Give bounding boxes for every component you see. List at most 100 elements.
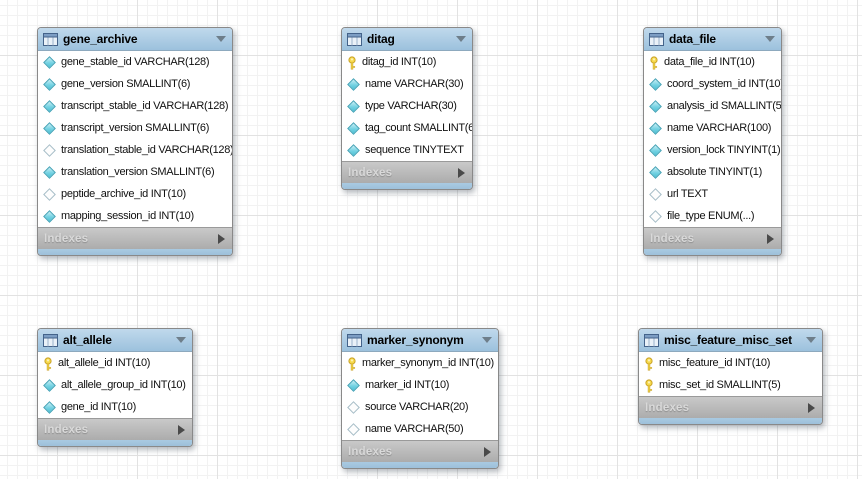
key-icon bbox=[44, 356, 52, 371]
table-icon bbox=[347, 32, 362, 46]
column-row[interactable]: sequence TINYTEXT bbox=[342, 139, 472, 161]
column-row[interactable]: data_file_id INT(10) bbox=[644, 51, 781, 73]
columns-list: ditag_id INT(10) name VARCHAR(30) type V… bbox=[342, 51, 472, 161]
column-row[interactable]: gene_stable_id VARCHAR(128) bbox=[38, 51, 232, 73]
collapse-toggle-icon[interactable] bbox=[806, 337, 816, 343]
key-icon bbox=[650, 55, 658, 70]
table-misc-feature-misc-set[interactable]: misc_feature_misc_set misc_feature_id IN… bbox=[638, 328, 823, 425]
table-bottom-strip bbox=[644, 249, 781, 255]
indexes-footer[interactable]: Indexes bbox=[38, 227, 232, 249]
collapse-toggle-icon[interactable] bbox=[482, 337, 492, 343]
diamond-filled-icon bbox=[43, 77, 56, 91]
table-alt-allele[interactable]: alt_allele alt_allele_id INT(10) alt_all… bbox=[37, 328, 193, 447]
diamond-filled-icon bbox=[43, 400, 56, 414]
indexes-footer[interactable]: Indexes bbox=[644, 227, 781, 249]
diamond-filled-icon bbox=[43, 378, 56, 392]
column-row[interactable]: mapping_session_id INT(10) bbox=[38, 205, 232, 227]
column-row[interactable]: file_type ENUM(...) bbox=[644, 205, 781, 227]
diamond-filled-icon bbox=[347, 77, 360, 91]
column-row[interactable]: tag_count SMALLINT(6) bbox=[342, 117, 472, 139]
column-row[interactable]: alt_allele_group_id INT(10) bbox=[38, 374, 192, 396]
table-title: marker_synonym bbox=[367, 333, 464, 347]
table-header[interactable]: gene_archive bbox=[38, 28, 232, 51]
column-row[interactable]: transcript_version SMALLINT(6) bbox=[38, 117, 232, 139]
diamond-hollow-icon bbox=[347, 422, 360, 436]
diamond-filled-icon bbox=[43, 165, 56, 179]
column-row[interactable]: translation_version SMALLINT(6) bbox=[38, 161, 232, 183]
diamond-filled-icon bbox=[43, 99, 56, 113]
indexes-footer[interactable]: Indexes bbox=[639, 396, 822, 418]
diamond-filled-icon bbox=[347, 121, 360, 135]
table-header[interactable]: ditag bbox=[342, 28, 472, 51]
column-row[interactable]: transcript_stable_id VARCHAR(128) bbox=[38, 95, 232, 117]
column-row[interactable]: source VARCHAR(20) bbox=[342, 396, 498, 418]
diamond-hollow-icon bbox=[43, 143, 56, 157]
collapse-toggle-icon[interactable] bbox=[176, 337, 186, 343]
table-bottom-strip bbox=[639, 418, 822, 424]
column-row[interactable]: type VARCHAR(30) bbox=[342, 95, 472, 117]
table-gene-archive[interactable]: gene_archive gene_stable_id VARCHAR(128)… bbox=[37, 27, 233, 256]
column-row[interactable]: gene_version SMALLINT(6) bbox=[38, 73, 232, 95]
diamond-hollow-icon bbox=[347, 400, 360, 414]
diamond-filled-icon bbox=[649, 143, 662, 157]
column-row[interactable]: analysis_id SMALLINT(5) bbox=[644, 95, 781, 117]
expand-arrow-icon bbox=[808, 402, 815, 413]
indexes-footer[interactable]: Indexes bbox=[342, 440, 498, 462]
table-data-file[interactable]: data_file data_file_id INT(10) coord_sys… bbox=[643, 27, 782, 256]
column-row[interactable]: name VARCHAR(100) bbox=[644, 117, 781, 139]
table-marker-synonym[interactable]: marker_synonym marker_synonym_id INT(10)… bbox=[341, 328, 499, 469]
collapse-toggle-icon[interactable] bbox=[456, 36, 466, 42]
indexes-footer[interactable]: Indexes bbox=[342, 161, 472, 183]
table-header[interactable]: data_file bbox=[644, 28, 781, 51]
table-bottom-strip bbox=[38, 249, 232, 255]
collapse-toggle-icon[interactable] bbox=[216, 36, 226, 42]
column-row[interactable]: ditag_id INT(10) bbox=[342, 51, 472, 73]
key-icon bbox=[348, 356, 356, 371]
diamond-filled-icon bbox=[649, 99, 662, 113]
columns-list: misc_feature_id INT(10) misc_set_id SMAL… bbox=[639, 352, 822, 396]
diamond-hollow-icon bbox=[649, 187, 662, 201]
table-icon bbox=[649, 32, 664, 46]
table-bottom-strip bbox=[38, 440, 192, 446]
collapse-toggle-icon[interactable] bbox=[765, 36, 775, 42]
column-row[interactable]: marker_id INT(10) bbox=[342, 374, 498, 396]
column-row[interactable]: marker_synonym_id INT(10) bbox=[342, 352, 498, 374]
column-row[interactable]: misc_feature_id INT(10) bbox=[639, 352, 822, 374]
expand-arrow-icon bbox=[178, 424, 185, 435]
table-bottom-strip bbox=[342, 462, 498, 468]
column-row[interactable]: url TEXT bbox=[644, 183, 781, 205]
indexes-footer[interactable]: Indexes bbox=[38, 418, 192, 440]
table-icon bbox=[43, 333, 58, 347]
column-row[interactable]: coord_system_id INT(10) bbox=[644, 73, 781, 95]
column-row[interactable]: version_lock TINYINT(1) bbox=[644, 139, 781, 161]
table-icon bbox=[347, 333, 362, 347]
column-row[interactable]: peptide_archive_id INT(10) bbox=[38, 183, 232, 205]
table-ditag[interactable]: ditag ditag_id INT(10) name VARCHAR(30) … bbox=[341, 27, 473, 190]
column-row[interactable]: translation_stable_id VARCHAR(128) bbox=[38, 139, 232, 161]
diamond-filled-icon bbox=[649, 121, 662, 135]
column-row[interactable]: absolute TINYINT(1) bbox=[644, 161, 781, 183]
expand-arrow-icon bbox=[767, 233, 774, 244]
diamond-filled-icon bbox=[649, 77, 662, 91]
table-title: data_file bbox=[669, 32, 716, 46]
table-header[interactable]: misc_feature_misc_set bbox=[639, 329, 822, 352]
columns-list: gene_stable_id VARCHAR(128) gene_version… bbox=[38, 51, 232, 227]
expand-arrow-icon bbox=[458, 167, 465, 178]
diamond-filled-icon bbox=[347, 143, 360, 157]
table-header[interactable]: alt_allele bbox=[38, 329, 192, 352]
columns-list: data_file_id INT(10) coord_system_id INT… bbox=[644, 51, 781, 227]
diamond-filled-icon bbox=[43, 55, 56, 69]
expand-arrow-icon bbox=[218, 233, 225, 244]
table-title: ditag bbox=[367, 32, 395, 46]
diamond-filled-icon bbox=[347, 99, 360, 113]
column-row[interactable]: misc_set_id SMALLINT(5) bbox=[639, 374, 822, 396]
table-title: alt_allele bbox=[63, 333, 112, 347]
table-header[interactable]: marker_synonym bbox=[342, 329, 498, 352]
key-icon bbox=[348, 55, 356, 70]
diamond-filled-icon bbox=[649, 165, 662, 179]
column-row[interactable]: name VARCHAR(50) bbox=[342, 418, 498, 440]
column-row[interactable]: gene_id INT(10) bbox=[38, 396, 192, 418]
column-row[interactable]: name VARCHAR(30) bbox=[342, 73, 472, 95]
column-row[interactable]: alt_allele_id INT(10) bbox=[38, 352, 192, 374]
